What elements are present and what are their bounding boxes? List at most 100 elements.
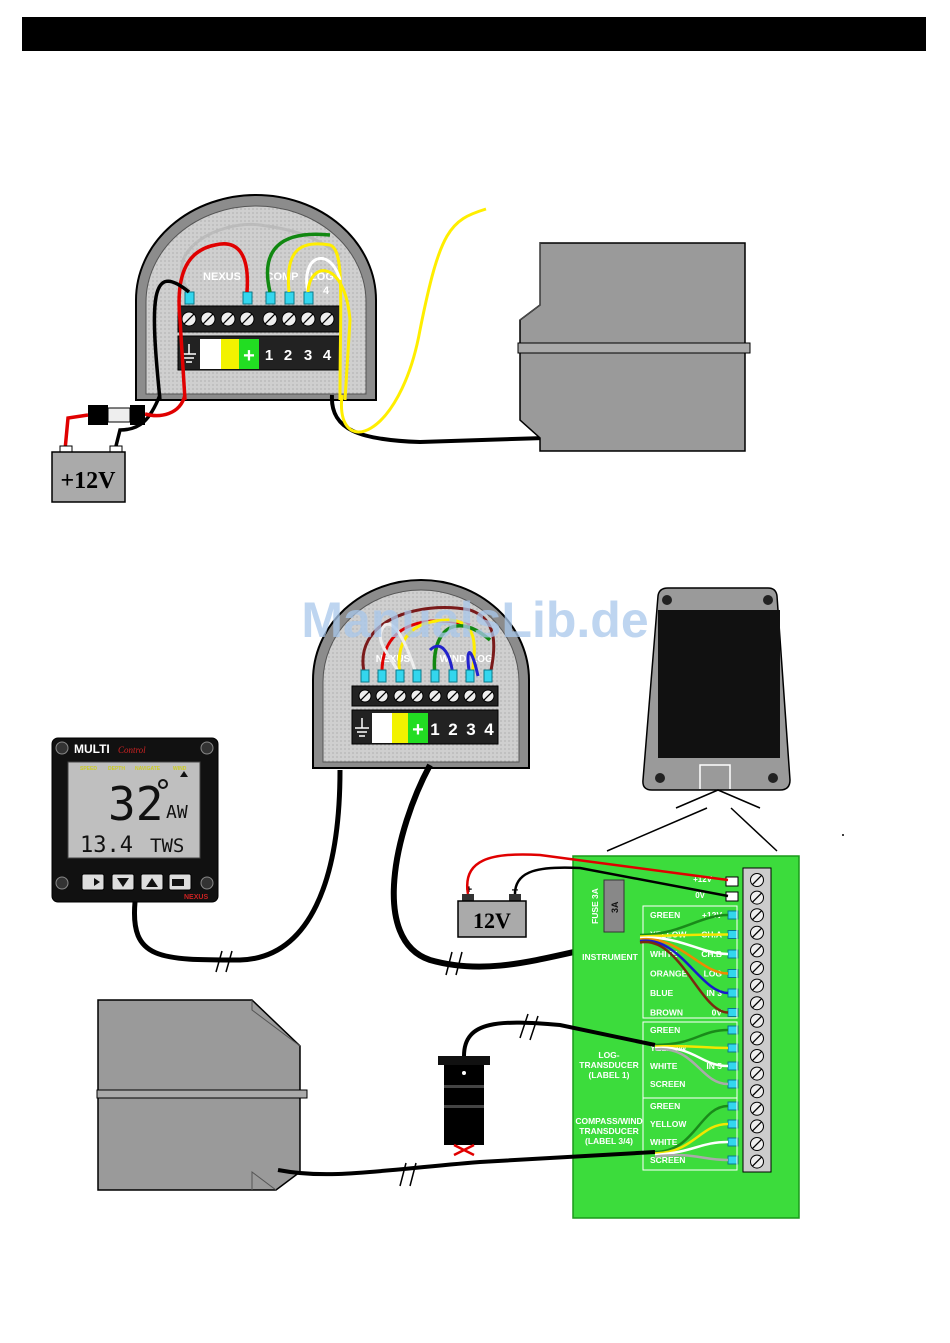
top-terminal-1: 1 (265, 347, 273, 364)
section-label-line: LOG- (598, 1050, 619, 1060)
wire-orange (639, 938, 729, 975)
multi-control-display: MULTI Control SPEED DEPTH NAVIGATE WIND … (51, 737, 219, 903)
bottom-screw-3-slot (395, 691, 405, 701)
bottom-terminal-1: 1 (430, 720, 439, 739)
top-terminal-2: 2 (284, 347, 292, 364)
display-sub-unit: TWS (150, 835, 184, 857)
instrument-wires (639, 913, 729, 1014)
wire-screen (654, 1048, 729, 1086)
section-label-line: TRANSDUCER (579, 1126, 639, 1136)
bottom-screw-2-slot (377, 691, 387, 701)
connection-board: 3A FUSE 3A +12V 0V INSTRUMENT GREEN+12VY… (572, 855, 800, 1219)
wire-green (654, 1104, 729, 1154)
board-screw-14-slot (751, 1103, 763, 1114)
board-screw-10-slot (751, 1033, 763, 1044)
wire-white (654, 1046, 729, 1068)
display-brand: MULTI (74, 742, 110, 756)
bottom-screw-7-slot (465, 691, 475, 701)
wire-label: WHITE (650, 949, 678, 959)
top-plus-symbol: + (243, 345, 255, 367)
bottom-battery: 12V + – (457, 882, 527, 938)
log-wires (654, 1028, 729, 1086)
top-screw-2-slot (202, 313, 214, 325)
bottom-screw-1-slot (360, 691, 370, 701)
top-battery: +12V (51, 445, 126, 503)
fuse-value: 3A (610, 901, 620, 913)
wire-label: GREEN (650, 1025, 680, 1035)
board-instrument-label: INSTRUMENT (582, 952, 639, 962)
top-screw-4-slot (241, 313, 253, 325)
pin-label: 0V (712, 1008, 723, 1018)
pin-label: LOG (704, 969, 723, 979)
top-screw-7-slot (302, 313, 314, 325)
top-diagram: + 1 2 3 4 NEXUS COMP LOG 4 (51, 194, 751, 503)
board-screw-2-slot (751, 892, 763, 903)
bottom-screws (358, 689, 495, 703)
wire-label: WHITE (650, 1061, 678, 1071)
top-battery-label: +12V (60, 468, 116, 494)
display-brand-sub: Control (118, 745, 146, 755)
pin-label: +12V (702, 910, 722, 920)
top-label-comp: COMP (266, 271, 299, 283)
section-label-line: COMPASS/WIND (575, 1116, 642, 1126)
board-screw-9-slot (751, 1015, 763, 1026)
bottom-screw-5-slot (430, 691, 440, 701)
board-screw-12-slot (751, 1068, 763, 1079)
wire-yellow (639, 933, 729, 938)
display-main-value: 32 (108, 777, 163, 831)
board-screw-8-slot (751, 998, 763, 1009)
bottom-junction-box: + 1 2 3 4 NEXUS WIND LOG (312, 579, 530, 769)
bottom-terminal-3: 3 (466, 720, 475, 739)
display-mode-depth: DEPTH (108, 766, 125, 772)
board-screw-3-slot (751, 910, 763, 921)
board-screw-1-slot (751, 874, 763, 886)
log-transducer (438, 1056, 490, 1157)
top-terminal-3: 3 (304, 347, 312, 364)
compass-wires (654, 1104, 729, 1162)
display-mode-speed: SPEED (80, 766, 97, 772)
wire-white (639, 936, 729, 956)
display-main-unit: AW (166, 802, 188, 823)
wire-label: YELLOW (650, 1119, 687, 1129)
board-screw-17-slot (751, 1156, 763, 1167)
wire-label: SCREEN (650, 1155, 685, 1165)
board-screw-4-slot (751, 927, 763, 938)
top-label-nexus: NEXUS (203, 271, 241, 283)
board-screw-15-slot (751, 1121, 763, 1132)
bottom-screw-8-slot (483, 691, 493, 701)
top-fuse (88, 405, 145, 425)
display-mode-navigate: NAVIGATE (135, 766, 161, 772)
pin-label: IN 3 (706, 988, 722, 998)
wire-label: ORANGE (650, 969, 688, 979)
wire-green (639, 913, 729, 937)
top-screw-1-slot (183, 313, 195, 325)
bottom-processor-unit (642, 587, 791, 791)
bottom-battery-label: 12V (473, 908, 511, 933)
top-terminal-4: 4 (323, 347, 332, 364)
top-screw-5-slot (264, 313, 276, 325)
bottom-screw-4-slot (412, 691, 422, 701)
bottom-label-nexus: NEXUS (376, 654, 411, 665)
display-mode-wind: WIND (173, 766, 187, 772)
wire-label: GREEN (650, 910, 680, 920)
wire-label: BROWN (650, 1008, 683, 1018)
wire-brown (639, 940, 729, 1014)
top-screw-3-slot (222, 313, 234, 325)
wire-white (654, 1140, 729, 1157)
top-junction-box: + 1 2 3 4 NEXUS COMP LOG 4 (135, 194, 377, 401)
wire-label: WHITE (650, 1137, 678, 1147)
wire-label: GREEN (650, 1101, 680, 1111)
bottom-diagram: + 1 2 3 4 NEXUS WIND LOG (51, 579, 844, 1219)
wire-yellow (654, 1122, 729, 1155)
wire-yellow (654, 1044, 729, 1050)
compass-wind-transducer (96, 999, 308, 1191)
bottom-label-wind: WIND (440, 654, 467, 665)
pin-label: IN 5 (706, 1061, 722, 1071)
wire-green (654, 1028, 729, 1047)
board-screw-6-slot (751, 962, 763, 974)
top-pin-4: 4 (323, 285, 330, 297)
board-screw-7-slot (751, 980, 763, 991)
board-power-minus: 0V (695, 891, 705, 900)
board-screw-11-slot (751, 1050, 763, 1062)
